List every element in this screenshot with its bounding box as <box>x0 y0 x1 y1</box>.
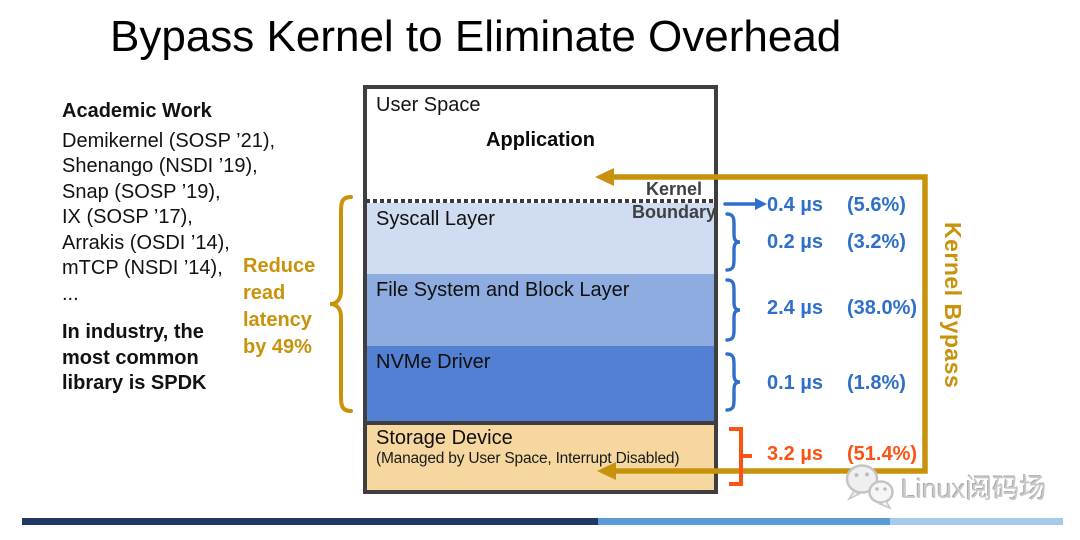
layer-file-system: File System and Block Layer <box>367 274 714 346</box>
kernel-boundary-dotted-line <box>366 199 715 203</box>
list-item: Snap (SOSP ’19), <box>62 180 221 203</box>
academic-work-heading: Academic Work <box>62 100 212 122</box>
reduce-latency-note: Reduce read latency by 49% <box>243 255 316 358</box>
layer-storage-device: Storage Device (Managed by User Space, I… <box>367 421 714 490</box>
application-label: Application <box>486 129 595 151</box>
nvme-latency-brace <box>725 352 741 412</box>
layer-syscall: Syscall Layer <box>367 203 714 274</box>
os-stack-diagram: User Space Application Syscall Layer Fil… <box>363 85 718 494</box>
layer-label: File System and Block Layer <box>376 279 630 301</box>
latency-row-storage: 3.2 µs(51.4%) <box>767 443 918 465</box>
kernel-bypass-label: Kernel Bypass <box>940 222 966 389</box>
kernel-bypass-arrow-path <box>595 168 928 480</box>
latency-row-filesystem: 2.4 µs(38.0%) <box>767 297 918 319</box>
page-title: Bypass Kernel to Eliminate Overhead <box>110 12 842 61</box>
wechat-icon <box>845 464 894 510</box>
academic-work-list: Academic Work Demikernel (SOSP ’21), She… <box>62 99 275 307</box>
footer-bar-segment <box>22 518 598 525</box>
left-arrow-icon <box>595 168 614 186</box>
syscall-latency-brace <box>725 212 741 272</box>
list-item: ... <box>62 282 79 305</box>
watermark-text: Linux阅码场 <box>901 473 1047 504</box>
layer-nvme-driver: NVMe Driver <box>367 346 714 421</box>
latency-row-nvme: 0.1 µs(1.8%) <box>767 372 906 394</box>
user-space-label: User Space <box>376 94 481 116</box>
reduce-latency-brace <box>329 195 353 413</box>
list-item: Arrakis (OSDI ’14), <box>62 231 230 254</box>
watermark: Linux阅码场 <box>843 462 1047 510</box>
latency-row-syscall: 0.2 µs(3.2%) <box>767 231 906 253</box>
industry-note: In industry, the most common library is … <box>62 321 207 394</box>
left-arrow-icon <box>597 462 616 480</box>
storage-device-label: Storage Device <box>376 427 513 449</box>
layer-label: NVMe Driver <box>376 351 491 373</box>
latency-row-boundary: 0.4 µs(5.6%) <box>767 194 906 216</box>
filesystem-latency-brace <box>725 278 741 342</box>
storage-device-subtitle: (Managed by User Space, Interrupt Disabl… <box>376 450 680 467</box>
layer-label: Syscall Layer <box>376 208 495 230</box>
list-item: Demikernel (SOSP ’21), <box>62 129 276 152</box>
list-item: Shenango (NSDI ’19), <box>62 155 258 177</box>
kernel-boundary-label: Kernel Boundary <box>631 179 716 222</box>
footer-bar-segment <box>598 518 890 525</box>
storage-latency-brace <box>729 427 752 486</box>
list-item: IX (SOSP ’17), <box>62 206 193 228</box>
footer-bar-segment <box>890 518 1063 525</box>
boundary-crossing-arrow-icon <box>723 198 767 210</box>
list-item: mTCP (NSDI ’14), <box>62 257 223 279</box>
